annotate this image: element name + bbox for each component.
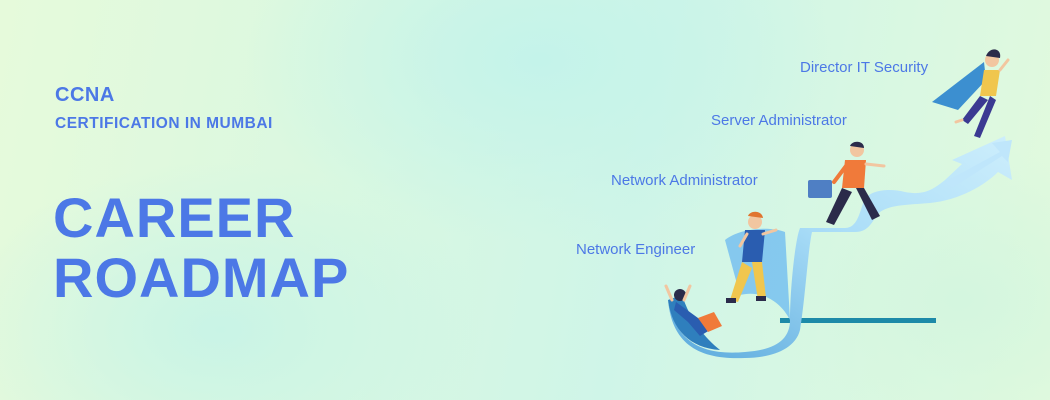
role-label-director-it-security: Director IT Security bbox=[800, 59, 928, 76]
network-administrator-person-icon bbox=[808, 142, 884, 225]
director-person-icon bbox=[932, 49, 1008, 138]
role-label-network-administrator: Network Administrator bbox=[611, 172, 758, 189]
briefcase-icon bbox=[808, 180, 832, 198]
role-label-server-administrator: Server Administrator bbox=[711, 112, 847, 129]
baseline-track bbox=[780, 318, 936, 323]
role-label-network-engineer: Network Engineer bbox=[576, 241, 695, 258]
